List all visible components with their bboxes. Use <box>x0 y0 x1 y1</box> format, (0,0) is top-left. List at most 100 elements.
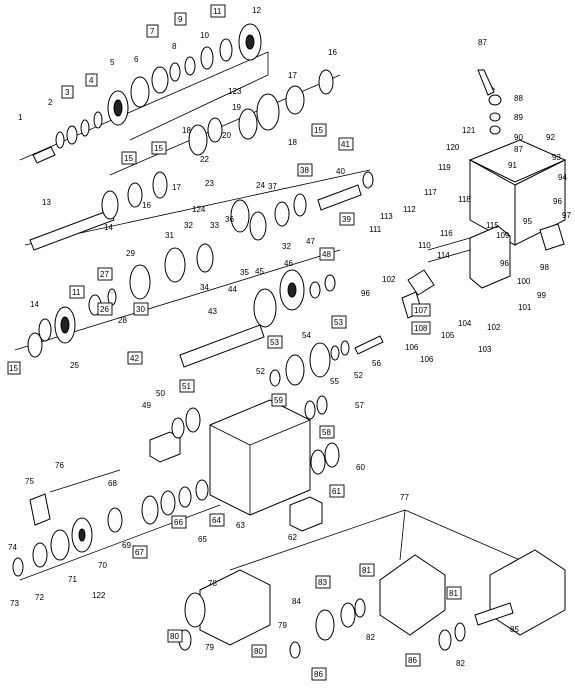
callout-61: 61 <box>332 487 341 496</box>
callout-99: 99 <box>537 291 546 300</box>
callout-33: 33 <box>210 221 219 230</box>
callout-15c: 15 <box>154 144 163 153</box>
callout-39: 39 <box>342 215 351 224</box>
callout-15d: 15 <box>9 364 18 373</box>
callout-82b: 82 <box>456 659 465 668</box>
callout-71: 71 <box>68 575 77 584</box>
callout-35: 35 <box>240 268 249 277</box>
callout-72: 72 <box>35 593 44 602</box>
callout-64: 64 <box>212 516 221 525</box>
callout-68: 68 <box>108 479 117 488</box>
callout-89: 89 <box>514 113 523 122</box>
callout-121: 121 <box>462 126 476 135</box>
callout-64-box: 64 <box>209 513 225 527</box>
callout-17b: 17 <box>172 183 181 192</box>
callout-66: 66 <box>174 518 183 527</box>
callout-83: 83 <box>318 578 327 587</box>
callout-116: 116 <box>440 229 453 238</box>
callout-88: 88 <box>514 94 523 103</box>
callout-87b: 87 <box>514 145 523 154</box>
callout-115: 115 <box>486 221 499 230</box>
callout-24: 24 <box>256 181 265 190</box>
callout-25: 25 <box>70 361 79 370</box>
callout-90: 90 <box>514 133 523 142</box>
callout-108: 108 <box>414 324 428 333</box>
callout-15-box: 15 <box>311 123 327 137</box>
callout-10: 10 <box>200 31 209 40</box>
callout-96c: 96 <box>361 289 370 298</box>
callout-87: 87 <box>478 38 487 47</box>
callout-15c-box: 15 <box>151 141 167 155</box>
callout-59-box: 59 <box>271 393 287 407</box>
callout-55: 55 <box>330 377 339 386</box>
callout-34: 34 <box>200 283 209 292</box>
callout-9-box: 9 <box>174 12 187 26</box>
callout-58: 58 <box>322 428 331 437</box>
callout-53b: 53 <box>334 318 343 327</box>
callout-5: 5 <box>110 58 115 67</box>
callout-13: 13 <box>42 198 51 207</box>
countershaft-assembly <box>14 243 341 368</box>
callout-79b: 79 <box>278 621 287 630</box>
callout-53-box: 53 <box>267 335 283 349</box>
callout-7-box: 7 <box>146 24 159 38</box>
callout-30-box: 30 <box>133 302 149 316</box>
callout-113: 113 <box>380 212 393 221</box>
callout-69: 69 <box>122 541 131 550</box>
callout-112: 112 <box>403 205 416 214</box>
shift-cover-assembly <box>401 69 567 319</box>
callout-2: 2 <box>48 98 53 107</box>
callout-86-box: 86 <box>311 667 327 681</box>
callout-62: 62 <box>288 533 297 542</box>
callout-17: 17 <box>288 71 297 80</box>
callout-30: 30 <box>136 305 145 314</box>
callout-14b: 14 <box>30 300 39 309</box>
callout-123: 123 <box>228 87 242 96</box>
callout-29: 29 <box>126 249 135 258</box>
callout-80b-box: 80 <box>251 644 267 658</box>
callout-43: 43 <box>208 307 217 316</box>
callout-122: 122 <box>92 591 106 600</box>
callout-53b-box: 53 <box>331 315 347 329</box>
callout-12: 12 <box>252 6 261 15</box>
callout-77: 77 <box>400 493 409 502</box>
callout-3-box: 3 <box>61 85 74 99</box>
callout-51-box: 51 <box>179 379 195 393</box>
callout-118: 118 <box>458 195 471 204</box>
callout-8: 8 <box>172 42 177 51</box>
callout-27-box: 27 <box>97 267 113 281</box>
callout-109: 109 <box>496 231 510 240</box>
callout-31: 31 <box>165 231 174 240</box>
callout-49: 49 <box>142 401 151 410</box>
callout-86b: 86 <box>408 656 417 665</box>
callout-47: 47 <box>306 237 315 246</box>
callout-18: 18 <box>182 126 191 135</box>
callout-108-box: 108 <box>411 321 431 335</box>
callout-83-box: 83 <box>315 575 331 589</box>
callout-38: 38 <box>300 166 309 175</box>
callout-73: 73 <box>10 599 19 608</box>
callout-117: 117 <box>424 188 437 197</box>
callout-67-box: 67 <box>132 545 148 559</box>
callout-27: 27 <box>100 270 109 279</box>
callout-16: 16 <box>328 48 337 57</box>
extension-housing-options <box>178 509 566 659</box>
callout-96: 96 <box>553 197 562 206</box>
callout-65: 65 <box>198 535 207 544</box>
callout-37: 37 <box>268 182 277 191</box>
callout-81-box: 81 <box>359 563 375 577</box>
callout-66-box: 66 <box>171 515 187 529</box>
callout-61-box: 61 <box>329 484 345 498</box>
callout-22: 22 <box>200 155 209 164</box>
input-shaft-assembly <box>19 23 269 164</box>
callout-106: 106 <box>405 343 419 352</box>
callout-80-box: 80 <box>167 629 183 643</box>
callout-15b: 15 <box>124 154 133 163</box>
callout-78: 78 <box>208 579 217 588</box>
callout-18b: 18 <box>288 138 297 147</box>
callout-23: 23 <box>205 179 214 188</box>
callout-39-box: 39 <box>339 212 355 226</box>
callout-106b: 106 <box>420 355 434 364</box>
callout-120: 120 <box>446 143 460 152</box>
callout-111: 111 <box>369 225 382 234</box>
